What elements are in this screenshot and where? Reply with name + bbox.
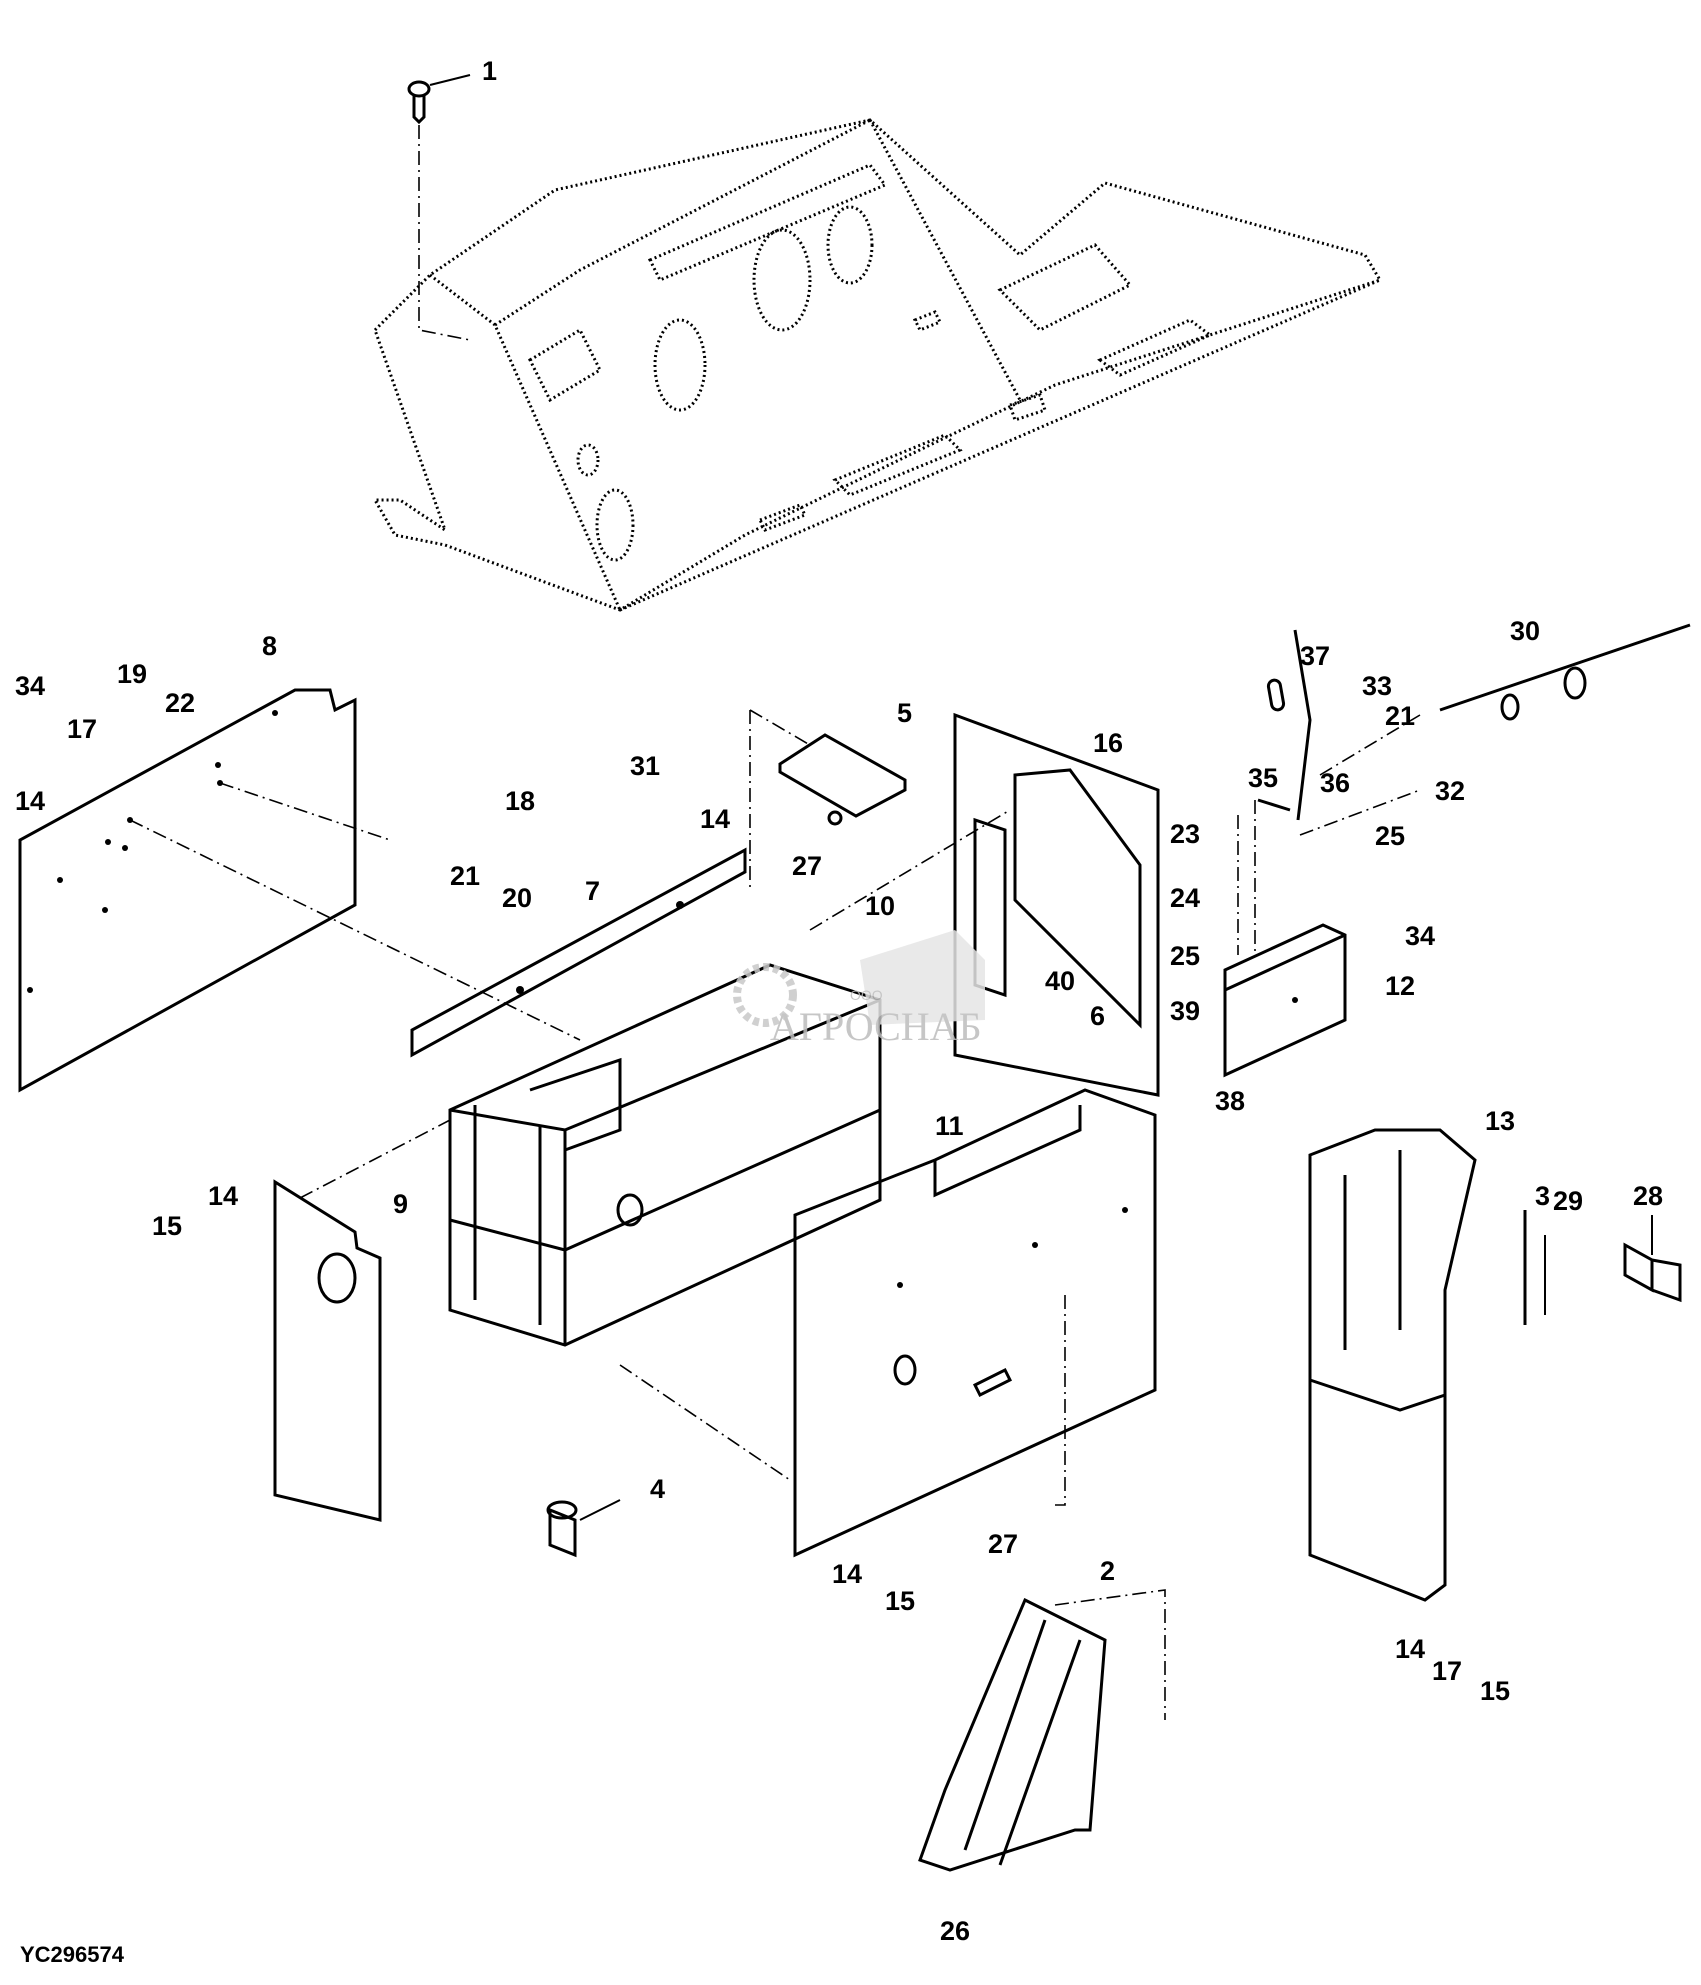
callout-14: 14 — [700, 804, 730, 834]
callout-21: 21 — [450, 861, 480, 891]
callout-39: 39 — [1170, 996, 1200, 1026]
callout-14: 14 — [1395, 1634, 1425, 1664]
part-10-frame — [448, 963, 882, 1347]
callout-10: 10 — [865, 891, 895, 921]
part-11-panel — [619, 1088, 1157, 1558]
callout-22: 22 — [165, 688, 195, 718]
part-9-panel — [273, 1119, 451, 1522]
callout-33: 33 — [1362, 671, 1392, 701]
callout-14: 14 — [15, 786, 45, 816]
callout-29: 29 — [1553, 1186, 1583, 1216]
part-8-panel — [18, 688, 581, 1093]
callout-38: 38 — [1215, 1086, 1245, 1116]
callout-21: 21 — [1385, 701, 1415, 731]
callout-6: 6 — [1090, 1001, 1105, 1031]
callout-24: 24 — [1170, 883, 1200, 913]
watermark: ООО АГРОСНАБ — [733, 930, 985, 1049]
watermark-name: АГРОСНАБ — [770, 1004, 982, 1049]
callout-25: 25 — [1375, 821, 1405, 851]
dashboard-console — [372, 118, 1383, 612]
callout-16: 16 — [1093, 728, 1123, 758]
callout-17: 17 — [67, 714, 97, 744]
part-13-tower — [1308, 1128, 1477, 1602]
part-28-bracket — [1623, 1215, 1682, 1303]
part-7-strip — [410, 847, 747, 1058]
callout-1: 1 — [482, 56, 497, 86]
callout-34: 34 — [15, 671, 45, 701]
part-1-screw — [407, 74, 471, 341]
callout-17: 17 — [1432, 1656, 1462, 1686]
callout-11: 11 — [935, 1111, 964, 1141]
callout-40: 40 — [1045, 966, 1075, 996]
callout-14: 14 — [832, 1559, 862, 1589]
callout-31: 31 — [630, 751, 660, 781]
callout-26: 26 — [940, 1916, 970, 1946]
callout-7: 7 — [585, 876, 600, 906]
callout-28: 28 — [1633, 1181, 1663, 1211]
callout-3: 3 — [1535, 1181, 1550, 1211]
callout-19: 19 — [117, 659, 147, 689]
part-5-cover — [749, 709, 907, 890]
callout-35: 35 — [1248, 763, 1278, 793]
callout-13: 13 — [1485, 1106, 1515, 1136]
part-4-switch — [546, 1499, 621, 1558]
callout-23: 23 — [1170, 819, 1200, 849]
callout-36: 36 — [1320, 768, 1350, 798]
callout-25: 25 — [1170, 941, 1200, 971]
watermark-prefix: ООО — [850, 987, 883, 1003]
callout-27: 27 — [988, 1529, 1018, 1559]
callout-15: 15 — [1480, 1676, 1510, 1706]
callout-2: 2 — [1100, 1556, 1115, 1586]
callout-30: 30 — [1510, 616, 1540, 646]
part-12-box — [1223, 923, 1347, 1078]
callout-15: 15 — [885, 1586, 915, 1616]
figure-code: YC296574 — [20, 1942, 125, 1967]
callout-37: 37 — [1300, 641, 1330, 671]
part-2-duct — [918, 1589, 1166, 1872]
callout-34: 34 — [1405, 921, 1435, 951]
part-36-lever — [1237, 629, 1421, 955]
part-30-cable — [1439, 623, 1691, 721]
callout-4: 4 — [650, 1474, 665, 1504]
callout-12: 12 — [1385, 971, 1415, 1001]
callout-9: 9 — [393, 1189, 408, 1219]
callout-32: 32 — [1435, 776, 1465, 806]
callout-8: 8 — [262, 631, 277, 661]
callout-27: 27 — [792, 851, 822, 881]
callout-labels: 1 2 3 4 5 6 7 8 9 10 11 12 13 14 14 14 1… — [15, 56, 1663, 1946]
callout-20: 20 — [502, 883, 532, 913]
callout-14: 14 — [208, 1181, 238, 1211]
callout-5: 5 — [897, 698, 912, 728]
callout-18: 18 — [505, 786, 535, 816]
callout-15: 15 — [152, 1211, 182, 1241]
